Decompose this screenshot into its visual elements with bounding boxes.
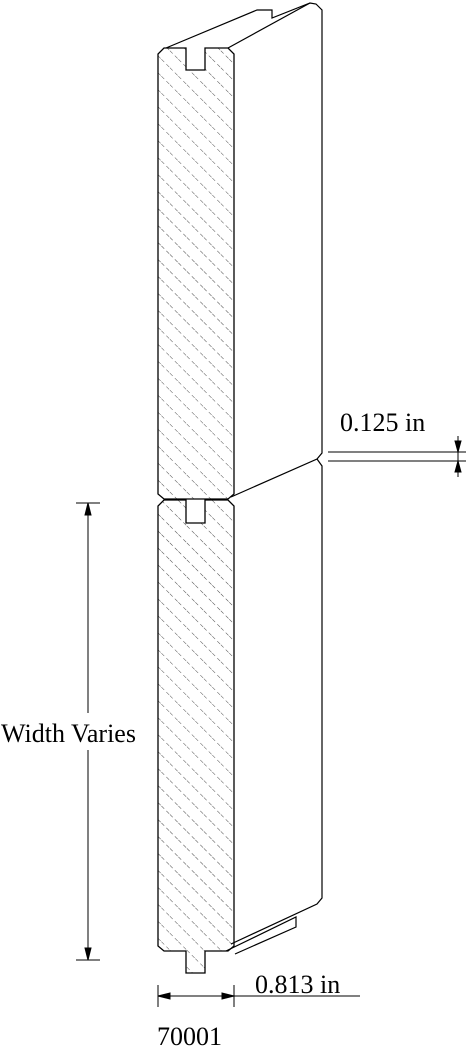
thickness-dimension <box>157 985 360 1007</box>
profile-id-label: 70001 <box>157 1022 222 1051</box>
upper-board-side-face <box>165 2 323 498</box>
width-varies-label: Width Varies <box>1 719 136 748</box>
lower-board-side-face <box>225 458 323 955</box>
upper-board-section <box>157 47 235 500</box>
gap-dimension <box>328 436 466 477</box>
thickness-label: 0.813 in <box>255 970 340 999</box>
gap-label: 0.125 in <box>340 408 425 437</box>
width-dimension <box>76 502 100 961</box>
lower-board-section <box>157 499 235 974</box>
